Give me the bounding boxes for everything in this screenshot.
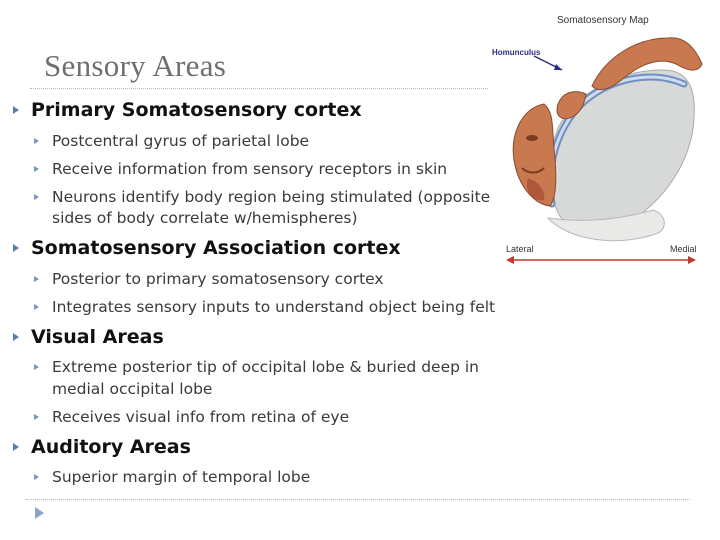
- sub-bullet-icon: [34, 138, 39, 144]
- somatosensory-map-figure: Somatosensory Map Homunculus Lateral Med…: [488, 8, 710, 266]
- footer-arrow-icon: [35, 507, 44, 519]
- sub-bullet-icon: [34, 304, 39, 310]
- sub-bullet-icon: [34, 474, 39, 480]
- sub-bullet-text: Receives visual info from retina of eye: [52, 408, 350, 426]
- sub-bullet-text: Receive information from sensory recepto…: [52, 160, 448, 178]
- section-heading: Auditory Areas: [31, 436, 191, 458]
- bullet-marker-icon: [13, 244, 19, 252]
- sub-bullet-text-continued: medial occipital lobe: [52, 380, 213, 398]
- bullet-marker-icon: [13, 333, 19, 341]
- figure-title: Somatosensory Map: [557, 15, 649, 26]
- homunculus-label: Homunculus: [492, 48, 541, 57]
- sub-bullet-icon: [34, 276, 39, 282]
- sub-bullet-text: Posterior to primary somatosensory corte…: [52, 270, 384, 288]
- bullet-marker-icon: [13, 106, 19, 114]
- sub-bullet-text: Postcentral gyrus of parietal lobe: [52, 132, 310, 150]
- slide-title: Sensory Areas: [44, 48, 227, 83]
- sub-bullet-icon: [34, 414, 39, 420]
- sub-bullet-icon: [34, 194, 39, 200]
- sub-bullet-icon: [34, 166, 39, 172]
- sub-bullet-text: Superior margin of temporal lobe: [52, 468, 311, 486]
- sub-bullet-text: Extreme posterior tip of occipital lobe …: [52, 358, 480, 376]
- sub-bullet-text: Integrates sensory inputs to understand …: [52, 298, 496, 316]
- lateral-label: Lateral: [506, 244, 534, 254]
- sub-bullet-text: Neurons identify body region being stimu…: [52, 188, 491, 206]
- sub-bullet-icon: [34, 364, 39, 370]
- section-heading: Visual Areas: [31, 326, 164, 348]
- homunculus-illustration: [506, 37, 703, 264]
- section-heading: Somatosensory Association cortex: [31, 237, 401, 259]
- medial-label: Medial: [670, 244, 697, 254]
- bullet-marker-icon: [13, 443, 19, 451]
- section-heading: Primary Somatosensory cortex: [31, 99, 362, 121]
- sub-bullet-text-continued: sides of body correlate w/hemispheres): [52, 209, 358, 227]
- title-divider: [30, 88, 488, 89]
- footer-divider: [26, 499, 690, 500]
